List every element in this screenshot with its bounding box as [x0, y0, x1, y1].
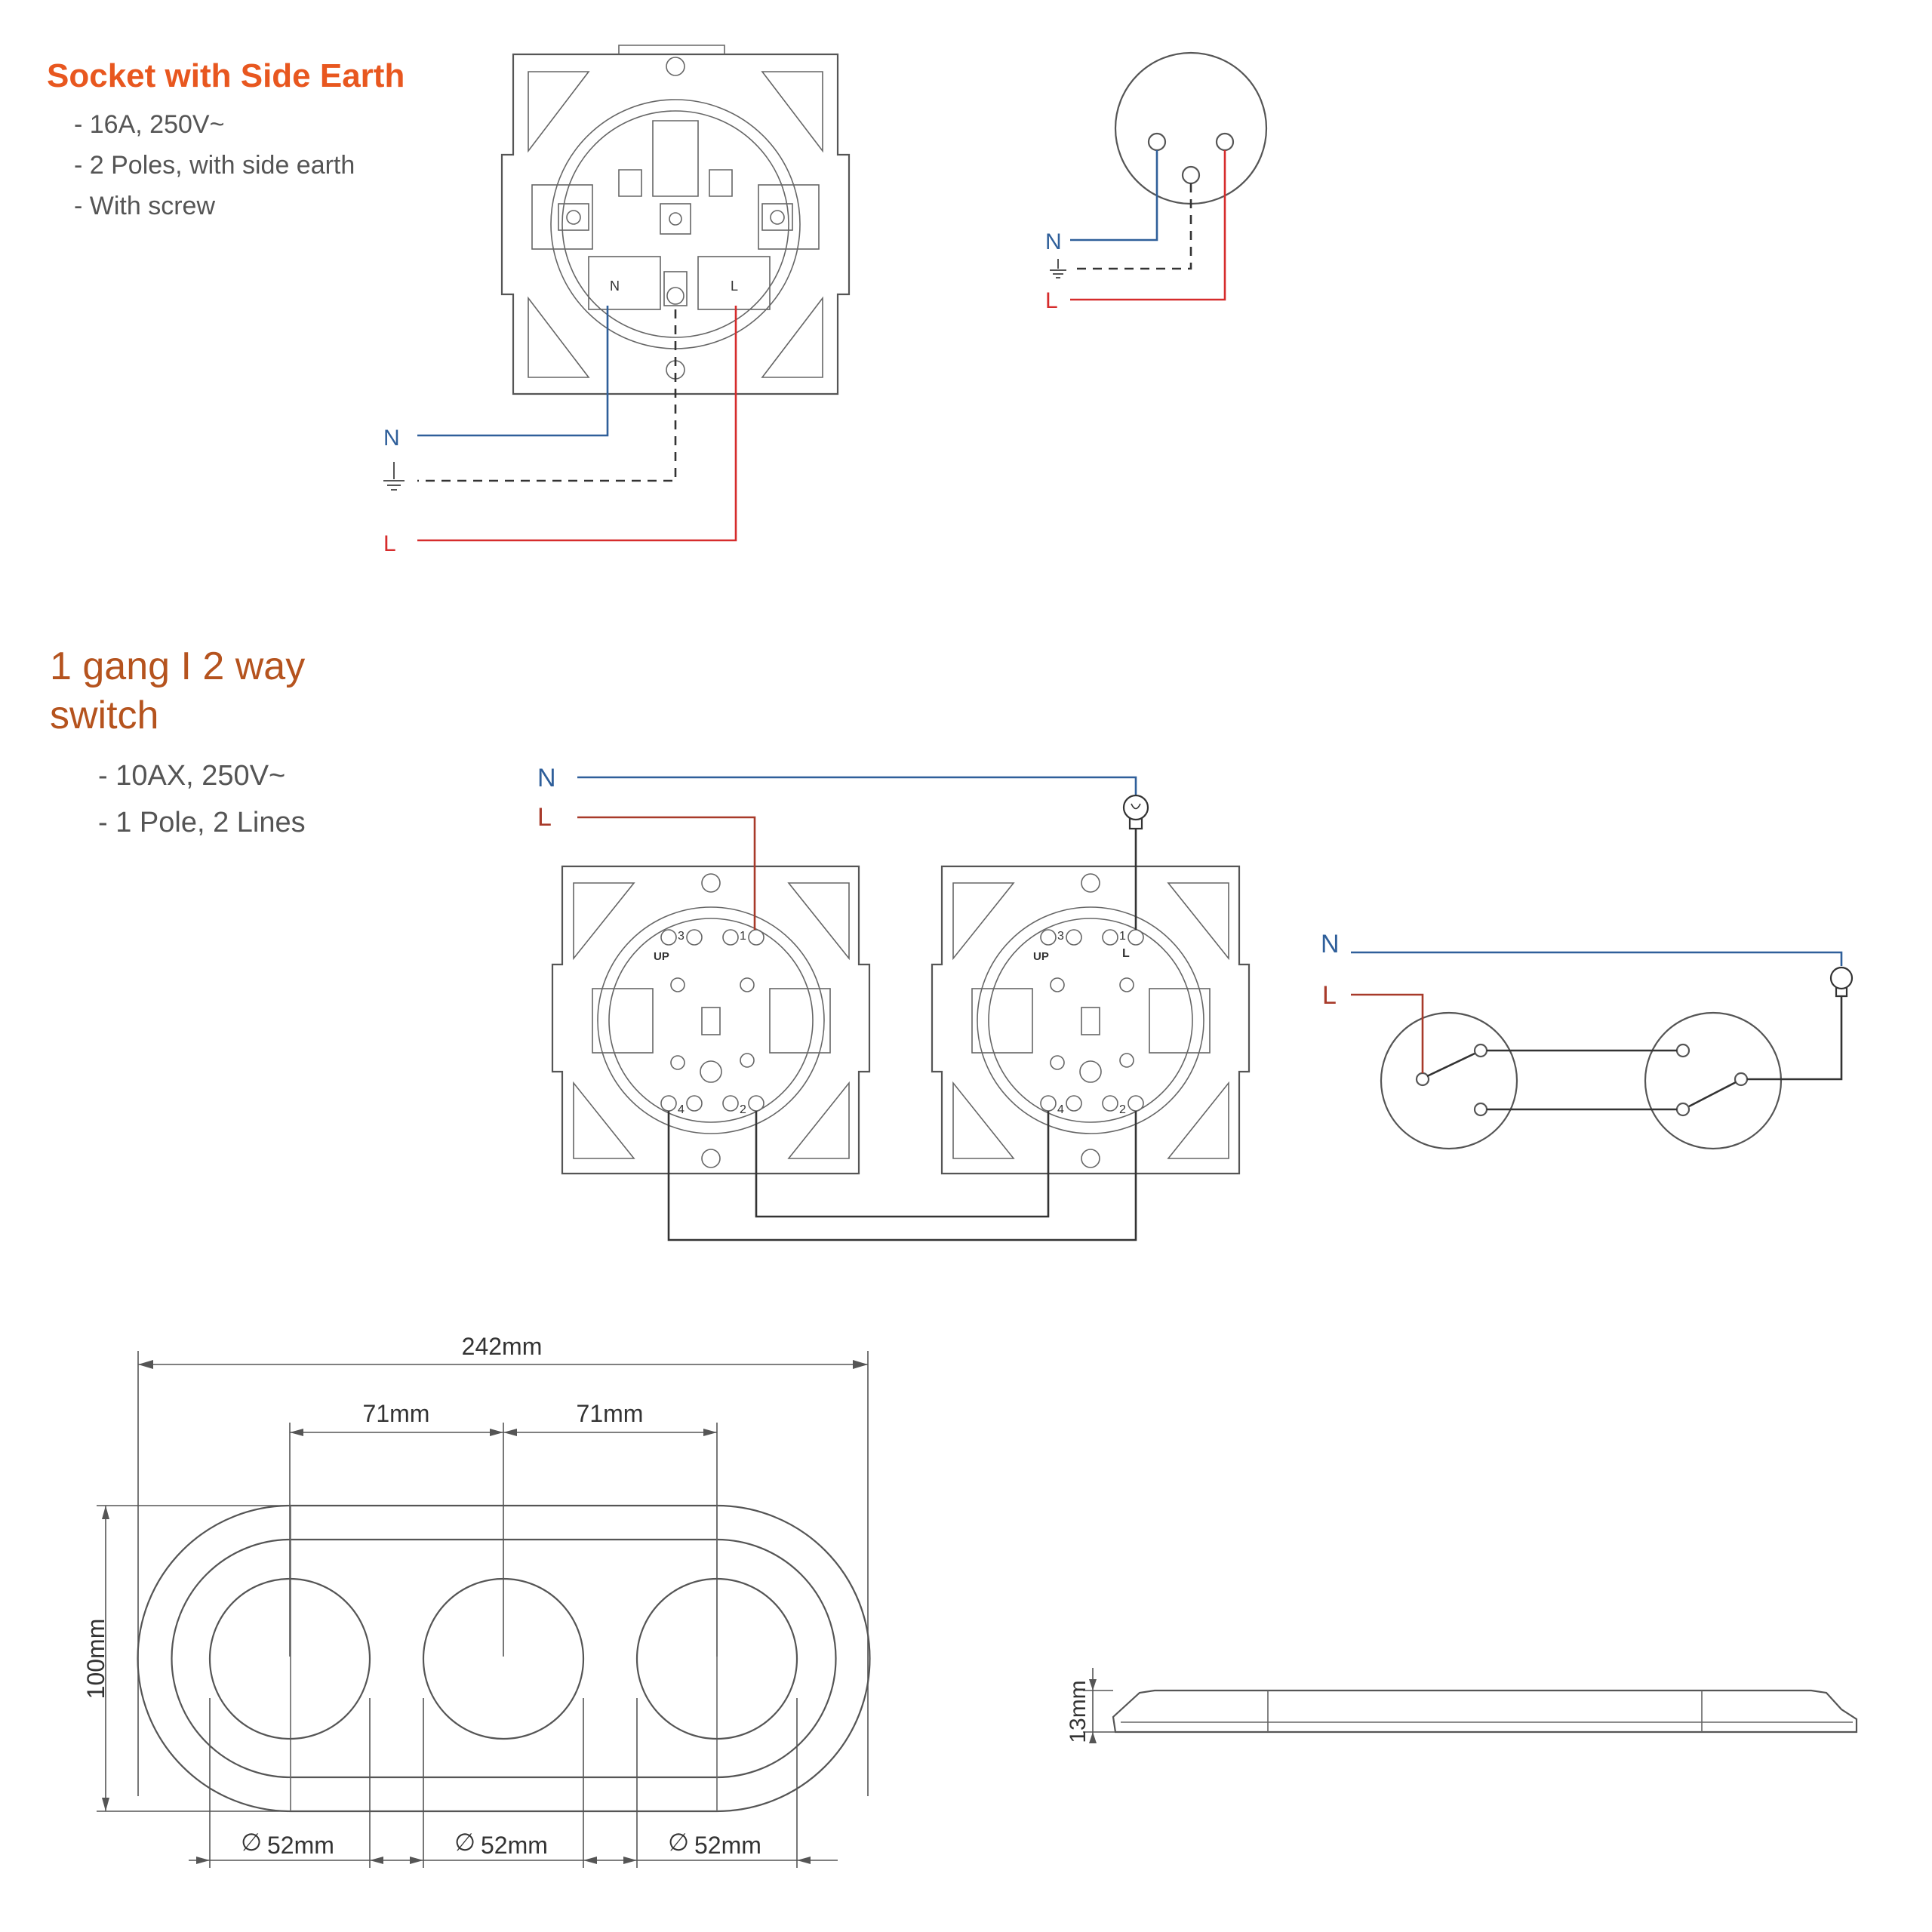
socket-schematic-neutral-wire: [1070, 150, 1158, 242]
switch-lamp-icon: [1122, 794, 1149, 830]
frame-spacing-1-label: 71mm: [363, 1400, 430, 1427]
frame-side-view: 13mm: [1066, 1668, 1858, 1743]
switch-wire-n-label: N: [537, 764, 556, 792]
switch-right-terminal-3: 3: [1057, 930, 1064, 943]
switch-traveller-wire-1: [667, 1111, 1137, 1241]
frame-opening-1: [208, 1577, 371, 1740]
switch-left-terminal-4: 4: [678, 1103, 685, 1116]
switch-section: 1 gang I 2 way switch - 10AX, 250V~ - 1 …: [50, 645, 1251, 1241]
frame-diameter-3-symbol: ∅: [668, 1829, 689, 1856]
switch-left-up-label: UP: [654, 950, 669, 963]
switch-schematic-live-wire: [1351, 993, 1424, 1073]
frame-overall-width-label: 242mm: [462, 1333, 543, 1360]
frame-diameter-1-label: 52mm: [267, 1832, 334, 1859]
switch-left-terminal-1: 1: [740, 930, 746, 943]
socket-schematic-n-label: N: [1045, 229, 1062, 254]
frame-opening-3: [635, 1577, 798, 1740]
socket-schematic-earth-symbol: [1050, 259, 1066, 278]
switch-spec-1: - 10AX, 250V~: [98, 760, 285, 792]
socket-section: Socket with Side Earth - 16A, 250V~ - 2 …: [47, 45, 851, 556]
switch-neutral-wire: [577, 776, 1137, 795]
socket-spec-1: - 16A, 250V~: [74, 110, 224, 139]
switch-schematic-n-label: N: [1321, 930, 1340, 958]
frame-diameter-1-symbol: ∅: [241, 1829, 262, 1856]
frame-height-label: 100mm: [82, 1619, 109, 1700]
switch-traveller-wire-2: [755, 1111, 1050, 1218]
socket-terminal-l-label: L: [731, 278, 738, 294]
socket-spec-2: - 2 Poles, with side earth: [74, 151, 355, 180]
switch-right-terminal-1: 1: [1119, 930, 1126, 943]
frame-diameter-3-label: 52mm: [694, 1832, 761, 1859]
switch-right-terminal-l: L: [1122, 947, 1130, 960]
switch-title-line2: switch: [50, 694, 158, 737]
switch-right-up-label: UP: [1033, 950, 1049, 963]
frame-depth-label: 13mm: [1066, 1680, 1091, 1743]
switch-left-terminal-3: 3: [678, 930, 685, 943]
socket-schematic-l-label: L: [1045, 288, 1058, 313]
socket-earth-symbol: [383, 462, 405, 491]
frame-spacing-2-label: 71mm: [577, 1400, 644, 1427]
socket-spec-3: - With screw: [74, 192, 215, 220]
socket-schematic: N L: [1045, 51, 1268, 313]
socket-wire-n-label: N: [383, 426, 400, 451]
switch-live-wire: [577, 816, 756, 930]
switch-schematic-l-label: L: [1322, 981, 1337, 1010]
socket-earth-wire: [417, 309, 677, 482]
socket-neutral-wire: [417, 306, 609, 437]
socket-title: Socket with Side Earth: [47, 57, 405, 94]
switch-title-line1: 1 gang I 2 way: [50, 645, 305, 688]
frame-front-view: 242mm 71mm 71mm 100mm: [82, 1333, 871, 1868]
switch-schematic-neutral-wire: [1351, 951, 1843, 966]
switch-mechanism-left: 3 1 4 2 UP: [551, 865, 871, 1175]
socket-schematic-live-wire: [1070, 150, 1226, 301]
frame-opening-2: [422, 1577, 585, 1740]
switch-right-terminal-2: 2: [1119, 1103, 1126, 1116]
switch-schematic-lamp-return: [1747, 996, 1843, 1081]
switch-spec-2: - 1 Pole, 2 Lines: [98, 807, 306, 838]
switch-mechanism-right: 3 1 4 2 UP L: [931, 865, 1251, 1175]
frame-diameter-2-label: 52mm: [481, 1832, 548, 1859]
switch-schematic-lamp-icon: [1829, 966, 1854, 998]
switch-right-terminal-4: 4: [1057, 1103, 1064, 1116]
socket-wire-l-label: L: [383, 531, 396, 556]
socket-terminal-n-label: N: [610, 278, 620, 294]
switch-left-terminal-2: 2: [740, 1103, 746, 1116]
frame-diameter-2-symbol: ∅: [454, 1829, 475, 1856]
switch-wire-l-label: L: [537, 803, 552, 832]
socket-schematic-earth-wire: [1070, 183, 1192, 270]
socket-live-wire: [417, 306, 737, 542]
switch-schematic: N L: [1321, 930, 1854, 1150]
